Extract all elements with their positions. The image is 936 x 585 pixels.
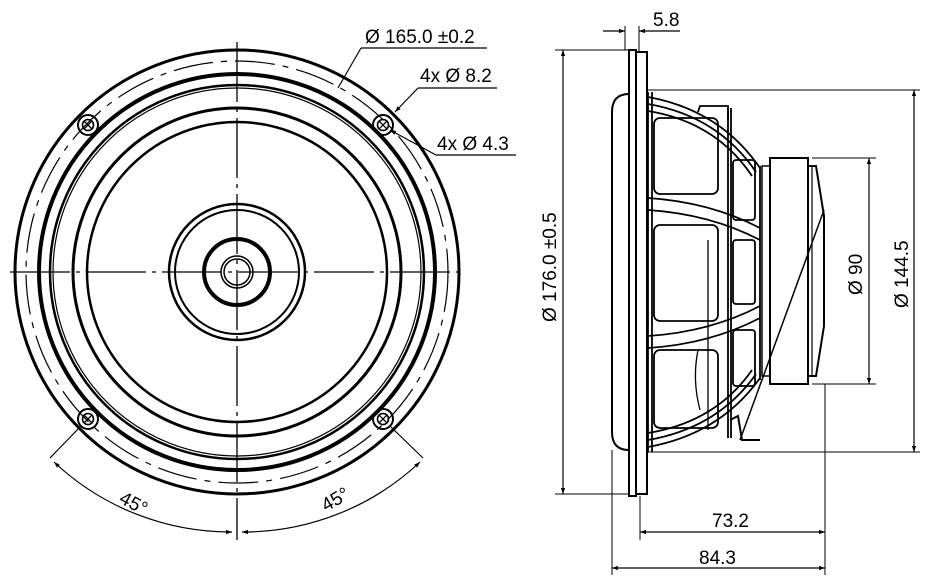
back-plate: [808, 165, 825, 377]
dim-depth-from-flange: 73.2: [639, 384, 826, 575]
basket-frame: [647, 92, 761, 452]
terminal-tab: [729, 414, 760, 441]
dim-overall-depth: 84.3: [611, 450, 825, 575]
mounting-hole-top-right: [372, 114, 394, 136]
diagonal-wire: [739, 209, 825, 441]
cone-edge-outer: [71, 106, 403, 438]
side-view: 5.8 Ø 176.0 ±0.5 Ø 90 Ø 144.5: [540, 10, 920, 575]
dim-cutout-diameter: Ø 144.5: [648, 89, 920, 453]
flange-back: [635, 51, 648, 495]
dim-magnet-diameter: Ø 90: [812, 157, 876, 385]
depth-from-flange-label: 73.2: [712, 511, 749, 532]
dim-overall-diameter: Ø 176.0 ±0.5: [540, 49, 629, 495]
flange-thickness-label: 5.8: [653, 10, 679, 31]
outer-diameter-label: Ø 165.0 ±0.2: [365, 27, 475, 48]
cone-edge-inner: [85, 120, 389, 424]
cutout-diameter-label: Ø 144.5: [892, 240, 913, 308]
front-view: Ø 165.0 ±0.2 4x Ø 8.2 4x Ø 4.3 45° 45°: [10, 27, 516, 540]
phase-plug-inner: [223, 258, 251, 286]
phase-plug-outer: [220, 255, 254, 289]
mount-hole-outer-label: 4x Ø 8.2: [420, 66, 492, 87]
top-plate: [761, 165, 771, 377]
angle-right-label: 45°: [318, 484, 353, 517]
mounting-hole-bottom-right: [372, 408, 394, 430]
gasket-ring: [37, 72, 437, 472]
phase-plug-ring: [202, 237, 272, 307]
dim-flange-thickness: 5.8: [603, 10, 680, 52]
leader-mount-hole-inner: 4x Ø 4.3: [389, 129, 516, 156]
angle-left-label: 45°: [116, 488, 151, 520]
magnet-diameter-label: Ø 90: [846, 254, 867, 295]
surround-outer: [48, 83, 426, 461]
mount-hole-inner-label: 4x Ø 4.3: [437, 134, 509, 155]
leader-mount-hole-outer: 4x Ø 8.2: [394, 66, 497, 113]
surround-profile: [611, 93, 630, 451]
overall-diameter-label: Ø 176.0 ±0.5: [540, 212, 561, 322]
overall-depth-label: 84.3: [699, 548, 736, 569]
mounting-hole-circle: [25, 60, 449, 484]
mounting-hole-bottom-left: [77, 408, 99, 430]
flange-front: [628, 49, 637, 497]
leader-outer-diameter: Ø 165.0 ±0.2: [337, 27, 487, 89]
surround-inner-line: [52, 87, 422, 457]
dust-cap-outer: [167, 202, 307, 342]
mounting-hole-top-left: [77, 114, 99, 136]
dust-cap-inner: [174, 209, 300, 335]
outer-flange-ring: [13, 48, 461, 496]
